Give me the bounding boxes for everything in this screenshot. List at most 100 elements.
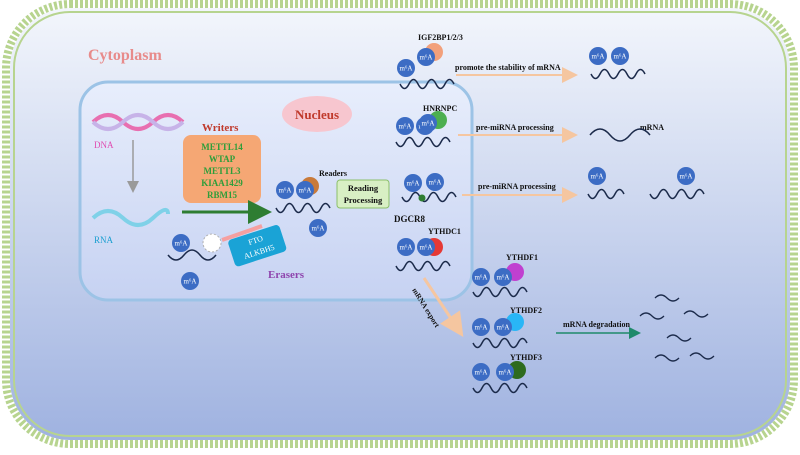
fragment-5 xyxy=(654,354,680,362)
rna-strand xyxy=(395,136,451,148)
ythdc1-label: YTHDC1 xyxy=(428,227,461,236)
m6a-mark-label: m⁶A xyxy=(420,54,433,62)
degradation-label: mRNA degradation xyxy=(563,320,630,329)
mrna-label: mRNA xyxy=(640,123,664,132)
m6a-mark-label: m⁶A xyxy=(184,278,197,286)
rna-strand xyxy=(649,188,705,200)
dna-strand-violet xyxy=(91,113,185,131)
rna-strand xyxy=(587,188,625,200)
writers-box xyxy=(183,135,261,203)
m6a-mark xyxy=(419,114,437,132)
m6a-mark-label: m⁶A xyxy=(429,179,442,187)
export-arrow xyxy=(422,277,464,337)
m6a-mark xyxy=(496,363,514,381)
m6a-mark xyxy=(296,181,314,199)
reading-box-line2: Processing xyxy=(344,195,383,205)
m6a-mark-label: m⁶A xyxy=(400,65,413,73)
erasers-box-group: FTO ALKBH5 xyxy=(228,225,287,267)
m6a-mark-label: m⁶A xyxy=(422,120,435,128)
m6a-mark-label: m⁶A xyxy=(475,369,488,377)
nucleus-title-bubble xyxy=(282,96,352,132)
m6a-mark xyxy=(472,318,490,336)
fragment-6 xyxy=(689,352,715,360)
m6a-mark xyxy=(472,363,490,381)
empty-site xyxy=(202,233,222,253)
erasers-title: Erasers xyxy=(268,269,305,281)
stability-label: promote the stability of mRNA xyxy=(455,63,561,72)
m6a-mark-label: m⁶A xyxy=(592,53,605,61)
rna-strand xyxy=(590,68,646,80)
m6a-mark-label: m⁶A xyxy=(680,173,693,181)
m6a-mark-label: m⁶A xyxy=(279,187,292,195)
dgcr8-protein xyxy=(418,194,426,202)
m6a-mark-label: m⁶A xyxy=(475,274,488,282)
m6a-mark-label: m⁶A xyxy=(497,274,510,282)
cell-membrane-inner xyxy=(13,11,787,437)
m6a-mark-label: m⁶A xyxy=(475,324,488,332)
writer-item: METTL3 xyxy=(203,166,241,176)
m6a-mark xyxy=(677,167,695,185)
m6a-mark xyxy=(417,238,435,256)
m6a-mark-label: m⁶A xyxy=(420,244,433,252)
m6a-mark xyxy=(417,48,435,66)
m6a-mark xyxy=(494,318,512,336)
writers-title: Writers xyxy=(202,122,239,134)
eraser-fto: FTO xyxy=(247,234,264,247)
hnrnpc-label: HNRNPC xyxy=(423,104,457,113)
m6a-mark xyxy=(472,268,490,286)
m6a-mark-label: m⁶A xyxy=(591,173,604,181)
fragment-3 xyxy=(683,310,709,318)
m6a-mark xyxy=(309,219,327,237)
erasers-box xyxy=(228,225,287,267)
m6a-mark-label: m⁶A xyxy=(614,53,627,61)
rna-strand xyxy=(472,382,528,394)
m6a-mark-label: m⁶A xyxy=(497,324,510,332)
m6a-mark-label: m⁶A xyxy=(399,123,412,131)
writer-item: KIAA1429 xyxy=(201,178,243,188)
m6a-mark xyxy=(181,272,199,290)
m6a-mark xyxy=(397,238,415,256)
rna-strand xyxy=(472,286,528,298)
reading-box-line1: Reading xyxy=(348,183,379,193)
fragment-1 xyxy=(654,294,680,302)
rna-label: RNA xyxy=(94,235,114,245)
m6a-mark-label: m⁶A xyxy=(312,225,325,233)
m6a-mark xyxy=(397,59,415,77)
nucleus-title: Nucleus xyxy=(295,107,339,122)
premirna-label-1: pre-miRNA processing xyxy=(476,123,554,132)
rna-strand xyxy=(399,78,455,90)
cell-membrane xyxy=(2,0,798,448)
m6a-mark-label: m⁶A xyxy=(407,180,420,188)
readers-label: Readers xyxy=(319,169,347,178)
igf2bp-label: IGF2BP1/2/3 xyxy=(418,33,463,42)
m6a-mark xyxy=(276,181,294,199)
rna-strand xyxy=(395,260,451,272)
cytoplasm-title: Cytoplasm xyxy=(88,47,162,64)
m6a-mark xyxy=(404,174,422,192)
m6a-mark-label: m⁶A xyxy=(499,369,512,377)
dna-strand-pink xyxy=(91,113,185,131)
m6a-mark xyxy=(588,167,606,185)
m6a-mark xyxy=(611,47,629,65)
fragment-2 xyxy=(639,312,665,320)
writer-item: METTL14 xyxy=(201,142,243,152)
fragment-4 xyxy=(666,334,692,342)
rna-strand xyxy=(472,337,528,349)
reading-box xyxy=(336,179,390,209)
m6a-mark-label: m⁶A xyxy=(175,240,188,248)
m6a-mark xyxy=(172,234,190,252)
m6a-mark-label: m⁶A xyxy=(299,187,312,195)
writer-item: WTAP xyxy=(209,154,236,164)
m6a-mark xyxy=(589,47,607,65)
rna-strand xyxy=(91,207,170,227)
erasers-arrow xyxy=(221,224,263,242)
product-mrna-plain xyxy=(589,128,651,142)
ythdf2-label: YTHDF2 xyxy=(510,306,542,315)
rna-strand xyxy=(275,202,331,214)
rna-strand xyxy=(401,191,457,203)
dna-label: DNA xyxy=(94,140,114,150)
erased-rna xyxy=(167,249,217,261)
